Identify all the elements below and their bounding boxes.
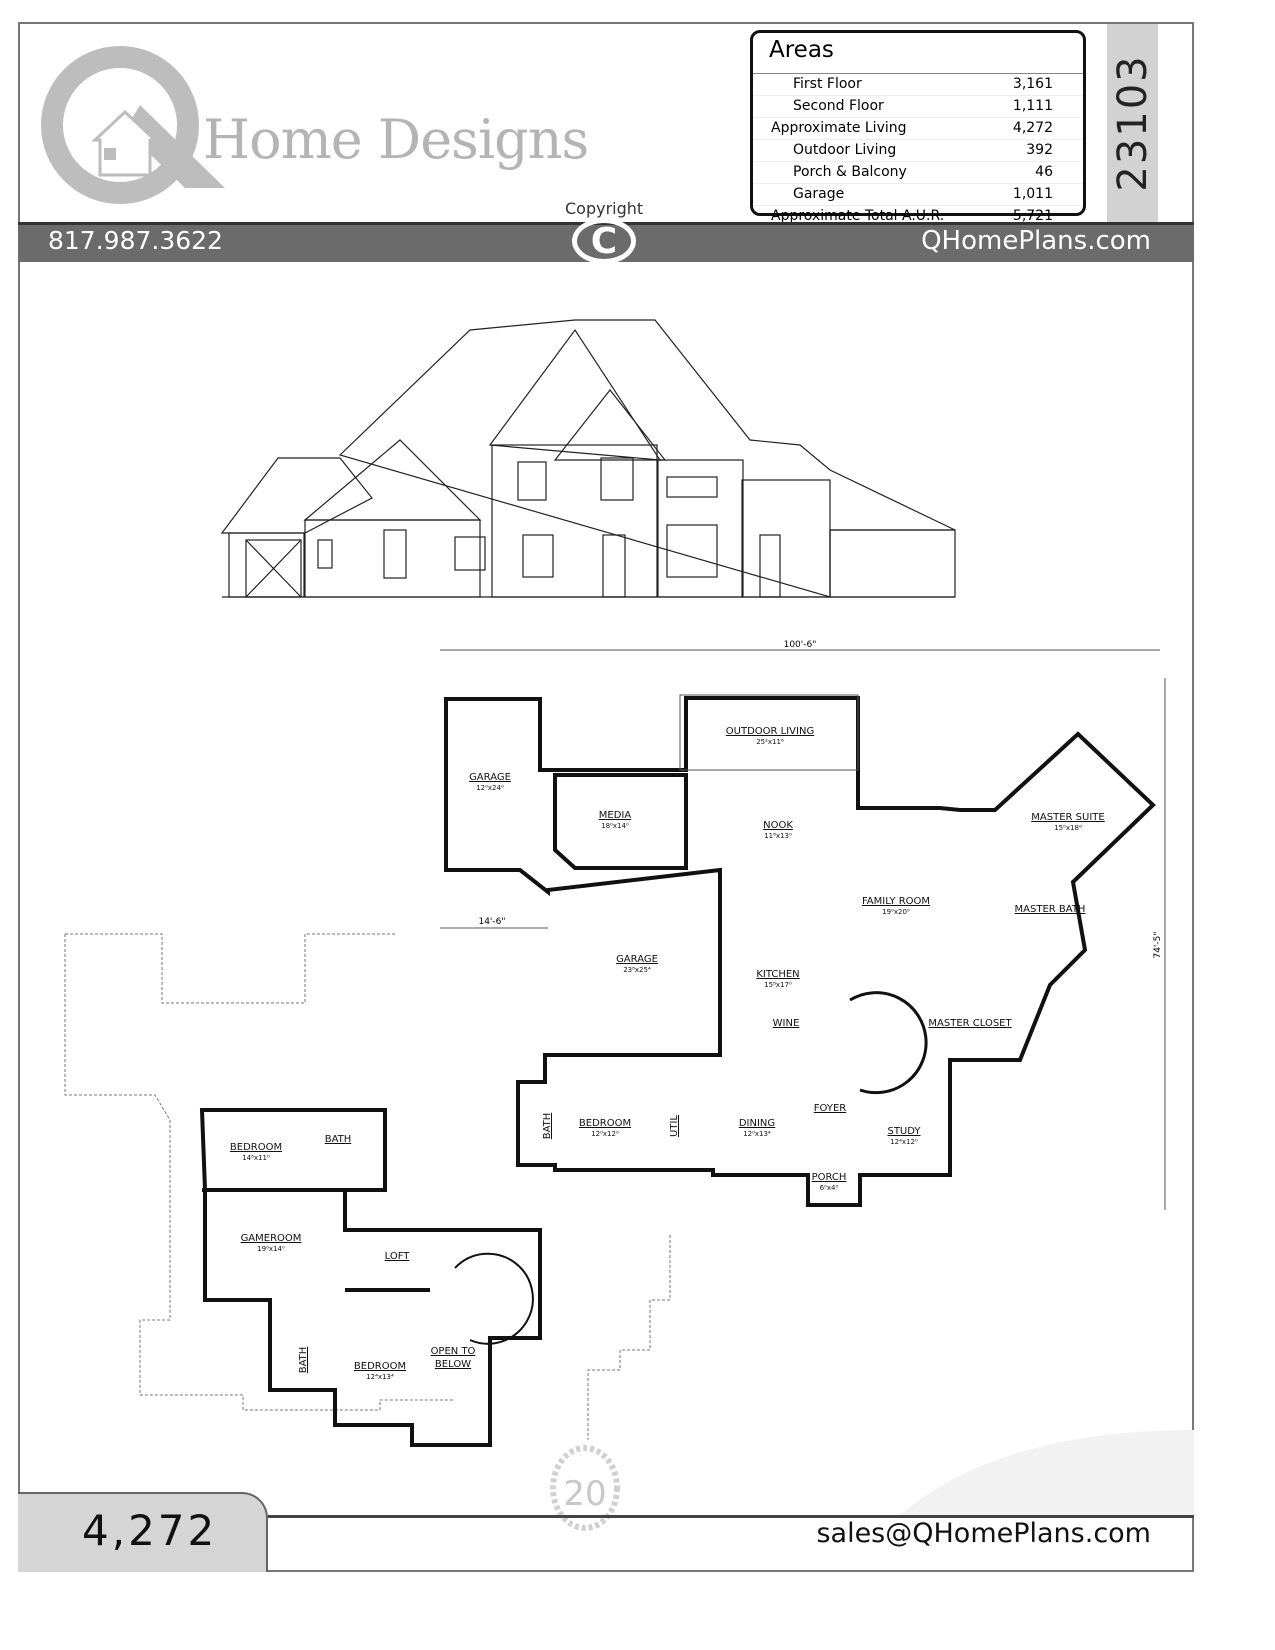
svg-text:OUTDOOR LIVING: OUTDOOR LIVING <box>726 726 814 737</box>
svg-text:12⁴x12⁰: 12⁴x12⁰ <box>890 1138 918 1146</box>
svg-text:GAMEROOM: GAMEROOM <box>241 1233 302 1244</box>
dimension-width: 100'-6" <box>784 640 817 650</box>
svg-text:12⁰x13⁴: 12⁰x13⁴ <box>743 1130 771 1138</box>
brand-name: Home Designs <box>203 108 589 171</box>
svg-text:18⁰x14⁰: 18⁰x14⁰ <box>601 822 629 830</box>
svg-text:BEDROOM: BEDROOM <box>579 1118 631 1129</box>
svg-text:BATH: BATH <box>325 1134 352 1145</box>
room-foyer: FOYER <box>814 1103 847 1114</box>
svg-text:BATH: BATH <box>542 1113 553 1140</box>
room-bath-upper-2: BATH <box>298 1347 309 1374</box>
room-loft: LOFT <box>385 1251 411 1262</box>
svg-text:FOYER: FOYER <box>814 1103 847 1114</box>
svg-text:DINING: DINING <box>739 1118 775 1129</box>
svg-text:15⁰x18⁰: 15⁰x18⁰ <box>1054 824 1082 832</box>
anniversary-badge-icon: 20 <box>550 1445 620 1531</box>
email-link[interactable]: sales@QHomePlans.com <box>816 1518 1151 1549</box>
living-sqft: 4,272 <box>82 1506 218 1555</box>
svg-text:NOOK: NOOK <box>763 820 793 831</box>
svg-text:15⁸x17⁰: 15⁸x17⁰ <box>764 981 792 989</box>
svg-text:WINE: WINE <box>773 1018 800 1029</box>
plan-number-box: 23103 <box>1107 24 1158 222</box>
phone-number[interactable]: 817.987.3622 <box>48 226 223 255</box>
svg-text:11⁸x13⁰: 11⁸x13⁰ <box>764 832 792 840</box>
copyright-label: Copyright <box>565 199 644 218</box>
svg-text:MASTER SUITE: MASTER SUITE <box>1031 812 1104 823</box>
svg-text:MEDIA: MEDIA <box>599 810 632 821</box>
svg-text:12⁰x24⁰: 12⁰x24⁰ <box>476 784 504 792</box>
svg-text:23⁸x25⁴: 23⁸x25⁴ <box>623 966 651 974</box>
room-master-bath: MASTER BATH <box>1015 904 1086 915</box>
svg-text:12⁴x13⁴: 12⁴x13⁴ <box>366 1373 394 1381</box>
svg-text:FAMILY ROOM: FAMILY ROOM <box>862 896 930 907</box>
website-link[interactable]: QHomePlans.com <box>921 226 1151 256</box>
plan-number: 23103 <box>1109 54 1156 192</box>
room-bath-upper-1: BATH <box>325 1134 352 1145</box>
copyright-icon: C <box>572 218 636 264</box>
svg-text:MASTER BATH: MASTER BATH <box>1015 904 1086 915</box>
svg-text:GARAGE: GARAGE <box>616 954 658 965</box>
svg-text:12⁰x12⁰: 12⁰x12⁰ <box>591 1130 619 1138</box>
living-area-tab: 4,272 <box>18 1492 268 1572</box>
dimension-depth: 74'-5" <box>1153 931 1163 958</box>
area-row: Approximate Total A.U.R.5,721 <box>771 208 1053 224</box>
room-wine: WINE <box>773 1018 800 1029</box>
dimension-garage-offset: 14'-6" <box>478 917 505 927</box>
svg-text:19⁰x14⁰: 19⁰x14⁰ <box>257 1245 285 1253</box>
svg-text:BEDROOM: BEDROOM <box>354 1361 406 1372</box>
room-bath: BATH <box>542 1113 553 1140</box>
svg-text:KITCHEN: KITCHEN <box>756 969 799 980</box>
svg-text:LOFT: LOFT <box>385 1251 411 1262</box>
room-util: UTIL <box>669 1115 680 1137</box>
svg-text:14⁶x11⁰: 14⁶x11⁰ <box>242 1154 270 1162</box>
room-master-closet: MASTER CLOSET <box>928 1018 1012 1029</box>
svg-text:25²x11⁶: 25²x11⁶ <box>756 738 784 746</box>
logo-icon <box>41 46 225 204</box>
svg-text:BATH: BATH <box>298 1347 309 1374</box>
svg-text:20: 20 <box>563 1474 606 1514</box>
svg-text:STUDY: STUDY <box>887 1126 921 1137</box>
svg-text:19⁰x20⁰: 19⁰x20⁰ <box>882 908 910 916</box>
areas-title: Areas <box>753 33 1083 74</box>
footer-divider <box>268 1515 1194 1518</box>
decorative-swoosh <box>900 1430 1194 1515</box>
svg-text:BELOW: BELOW <box>435 1359 471 1370</box>
svg-text:6⁰x4⁰: 6⁰x4⁰ <box>820 1184 839 1192</box>
svg-text:GARAGE: GARAGE <box>469 772 511 783</box>
svg-text:UTIL: UTIL <box>669 1115 680 1137</box>
svg-text:PORCH: PORCH <box>812 1172 847 1183</box>
front-elevation <box>220 319 956 598</box>
first-floor-plan: 100'-6" 74'-5" 14'-6" OUTDOOR LIVING25²x… <box>440 640 1166 1210</box>
svg-text:OPEN TO: OPEN TO <box>431 1346 476 1357</box>
svg-text:MASTER CLOSET: MASTER CLOSET <box>928 1018 1012 1029</box>
svg-text:BEDROOM: BEDROOM <box>230 1142 282 1153</box>
room-open-to-below: OPEN TO BELOW <box>431 1346 476 1370</box>
page-frame <box>18 22 1194 1572</box>
